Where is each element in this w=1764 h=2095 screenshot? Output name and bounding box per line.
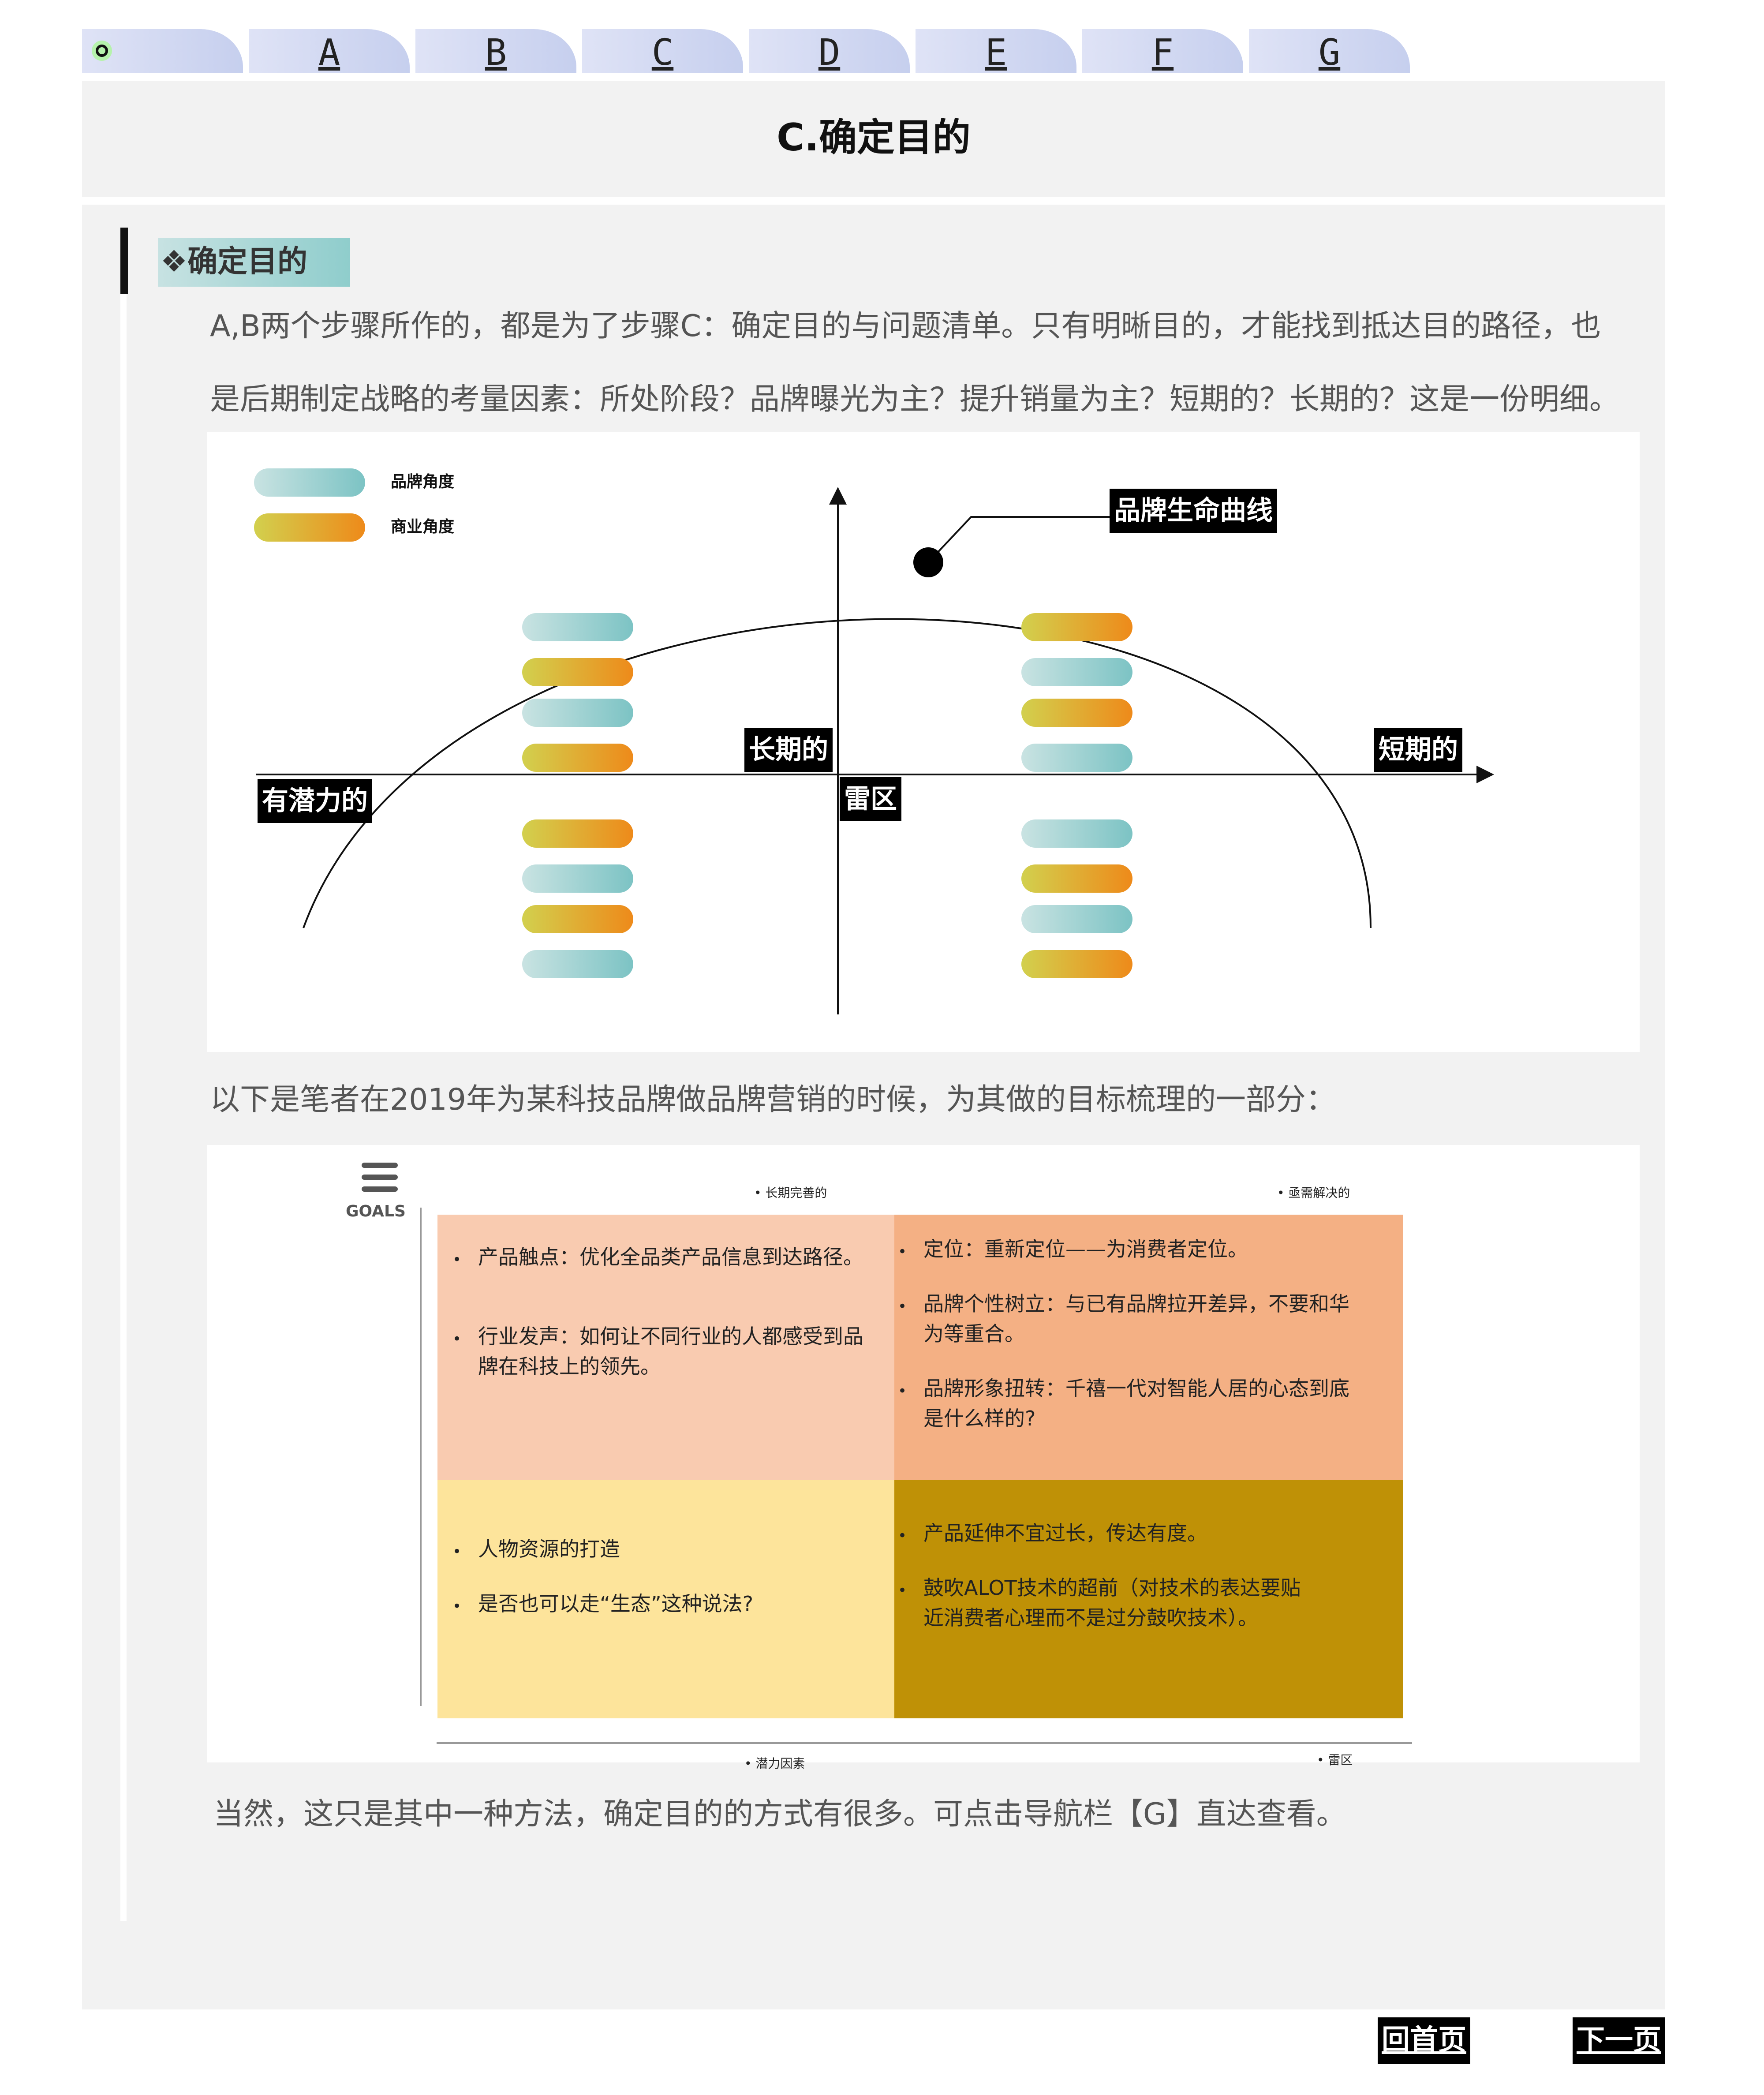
goals-menu-icon	[362, 1163, 398, 1192]
curve-marker-dot	[913, 547, 943, 577]
quadrant-bottom-left	[437, 1480, 894, 1718]
tab-label[interactable]: C	[651, 32, 674, 74]
business-angle-pill	[522, 819, 633, 848]
bullet-dot: •	[452, 1251, 462, 1268]
goals-vertical-axis	[420, 1208, 422, 1706]
tab-f[interactable]: F	[1082, 29, 1243, 74]
bullet-dot: •	[898, 1243, 907, 1261]
brand-angle-pill	[1021, 819, 1132, 848]
brand-angle-pill	[522, 864, 633, 893]
goals-quadrant-figure: GOALS • 长期完善的 • 亟需解决的 • 潜力因素 • 雷区 • 产品触点…	[207, 1145, 1640, 1771]
next-page-button[interactable]: 下一页	[1573, 2017, 1665, 2064]
brand-angle-pill	[522, 613, 633, 641]
quadrant-tl-item-2: 行业发声：如何让不同行业的人都感受到品牌在科技上的领先。	[478, 1324, 863, 1378]
brand-angle-pill	[1021, 658, 1132, 686]
quadrant-tl-item-1: 产品触点：优化全品类产品信息到达路径。	[478, 1245, 863, 1269]
tab-c[interactable]: C	[582, 29, 743, 74]
tab-g[interactable]: G	[1249, 29, 1410, 74]
goals-bottom-left-label-text: 潜力因素	[755, 1756, 805, 1771]
goals-bottom-right-label: • 雷区	[1317, 1753, 1353, 1767]
quadrant-tr-item-1: 定位：重新定位——为消费者定位。	[923, 1237, 1248, 1261]
goals-title: GOALS	[346, 1202, 406, 1220]
goals-horizontal-axis	[437, 1742, 1412, 1744]
intro-paragraph-line-2: 是后期制定战略的考量因素：所处阶段？品牌曝光为主？提升销量为主？短期的？长期的？…	[210, 382, 1620, 417]
home-dot-icon[interactable]	[92, 41, 112, 61]
goals-bottom-right-label-text: 雷区	[1328, 1753, 1353, 1767]
brand-life-curve-diagram: 品牌角度 商业角度 品牌生命曲线 有潜力的 长期的 短期的 雷区	[207, 432, 1640, 1052]
tab-label[interactable]: B	[485, 32, 507, 74]
legend-business-label: 商业角度	[391, 518, 455, 536]
brand-life-curve	[303, 618, 1372, 928]
diagram-svg	[254, 468, 1494, 1014]
bullet-dot: •	[898, 1527, 907, 1545]
bullet-dot: •	[898, 1298, 907, 1315]
example-intro-paragraph: 以下是笔者在2019年为某科技品牌做品牌营销的时候，为其做的目标梳理的一部分：	[210, 1082, 1336, 1117]
goals-top-left-label-text: 长期完善的	[765, 1186, 827, 1200]
axis-label-left: 有潜力的	[258, 779, 372, 823]
quadrant-br-item-1: 产品延伸不宜过长，传达有度。	[923, 1521, 1207, 1545]
section-tag-label: ❖确定目的	[161, 244, 307, 279]
brand-angle-pill	[1021, 744, 1132, 772]
quadrant-top-left	[437, 1215, 894, 1480]
brand-angle-pill	[522, 699, 633, 727]
business-angle-pill	[1021, 613, 1132, 641]
section-tag: ❖确定目的	[158, 238, 350, 287]
tab-label[interactable]: G	[1318, 32, 1341, 74]
goals-top-right-label-text: 亟需解决的	[1288, 1186, 1350, 1200]
business-angle-pill	[1021, 864, 1132, 893]
legend-business-swatch	[254, 513, 365, 542]
tab-label[interactable]: E	[985, 32, 1007, 74]
closing-paragraph: 当然，这只是其中一种方法，确定目的的方式有很多。可点击导航栏【G】直达查看。	[213, 1797, 1346, 1832]
goals-top-right-label: • 亟需解决的	[1277, 1186, 1350, 1200]
section-divider-line	[120, 294, 127, 1921]
tab-label[interactable]: D	[818, 32, 841, 74]
quadrant-tr-item-2: 品牌个性树立：与已有品牌拉开差异，不要和华为等重合。	[923, 1292, 1349, 1346]
quadrant-bl-item-1: 人物资源的打造	[478, 1537, 620, 1561]
quadrant-tr-item-3: 品牌形象扭转：千禧一代对智能人居的心态到底是什么样的?	[923, 1377, 1349, 1430]
tab-label[interactable]: F	[1151, 32, 1174, 74]
quadrant-top-right	[894, 1215, 1403, 1480]
legend-brand-label: 品牌角度	[391, 473, 455, 491]
bullet-dot: •	[898, 1582, 907, 1599]
tab-b[interactable]: B	[415, 29, 576, 74]
intro-paragraph-line-1: A,B两个步骤所作的，都是为了步骤C：确定目的与问题清单。只有明晰目的，才能找到…	[210, 309, 1601, 344]
curve-label: 品牌生命曲线	[1110, 489, 1277, 533]
tab-a[interactable]: A	[249, 29, 410, 74]
business-angle-pill	[1021, 699, 1132, 727]
section-marker-bar	[120, 228, 128, 294]
tab-home[interactable]	[82, 29, 243, 73]
brand-angle-pill	[1021, 905, 1132, 933]
legend-brand-swatch	[254, 468, 365, 497]
curve-callout-line	[927, 516, 1110, 563]
quadrant-br-item-2: 鼓吹ALOT技术的超前（对技术的表达要贴近消费者心理而不是过分鼓吹技术）。	[923, 1576, 1301, 1630]
axis-label-center: 长期的	[744, 728, 833, 772]
business-angle-pill	[522, 744, 633, 772]
axis-label-center-below: 雷区	[840, 777, 901, 821]
bullet-dot: •	[898, 1382, 907, 1400]
business-angle-pill	[1021, 950, 1132, 978]
tab-label[interactable]: A	[318, 32, 340, 74]
quadrant-bl-item-2: 是否也可以走“生态”这种说法?	[478, 1592, 754, 1616]
bullet-dot: •	[452, 1543, 462, 1560]
business-angle-pill	[522, 658, 633, 686]
tab-e[interactable]: E	[916, 29, 1076, 74]
tab-d[interactable]: D	[749, 29, 910, 74]
goals-bottom-left-label: • 潜力因素	[744, 1756, 805, 1771]
page-title: C.确定目的	[777, 116, 971, 160]
business-angle-pill	[522, 905, 633, 933]
angle-pill-group	[522, 613, 1132, 978]
axis-label-right: 短期的	[1374, 728, 1462, 772]
brand-angle-pill	[522, 950, 633, 978]
bullet-dot: •	[452, 1330, 462, 1348]
quadrant-bottom-right	[894, 1480, 1403, 1718]
bullet-dot: •	[452, 1597, 462, 1615]
title-panel: C.确定目的	[82, 81, 1665, 197]
goals-top-left-label: • 长期完善的	[754, 1186, 827, 1200]
home-button[interactable]: 回首页	[1378, 2017, 1470, 2064]
